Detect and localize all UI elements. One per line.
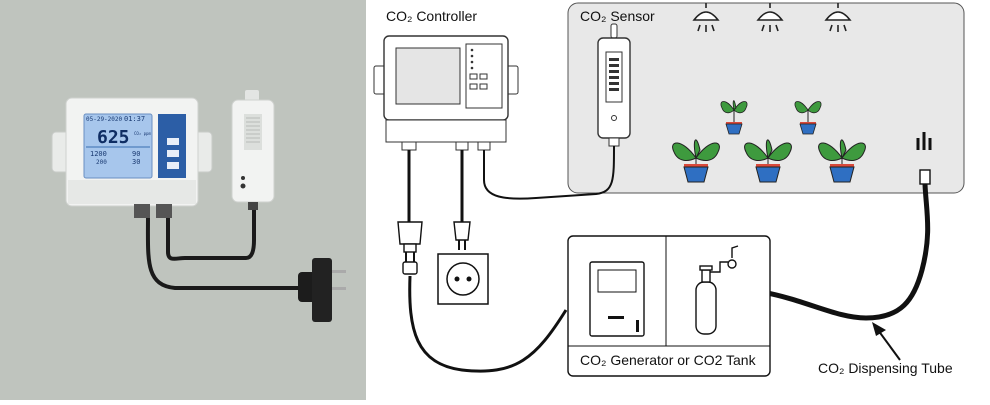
plant-icon <box>794 101 822 135</box>
sensor-unit <box>597 23 631 147</box>
lcd-left-top: 1200 <box>90 150 107 158</box>
lcd-time: 01:37 <box>124 115 145 123</box>
plant-icon <box>720 100 748 135</box>
lcd-right-top: 90 <box>132 150 140 158</box>
plant-icon <box>672 139 720 183</box>
co2-system-diagram: CO₂ Controller CO₂ Sensor CO₂ Generator … <box>366 0 990 400</box>
sensor-cable <box>483 145 615 200</box>
sensor-label: CO₂ Sensor <box>580 8 655 24</box>
controller-unit <box>373 35 519 151</box>
lamp-icon <box>692 3 720 32</box>
power-cable <box>145 214 300 290</box>
plug-icon <box>453 221 471 250</box>
controller-label: CO₂ Controller <box>386 8 478 24</box>
lcd-date: 05-29-2020 <box>86 116 123 123</box>
plant-icon <box>744 139 792 183</box>
lcd-right-bottom: 30 <box>132 158 140 166</box>
plug-icon <box>397 221 423 275</box>
sensor-device <box>231 90 275 210</box>
lcd-main-reading: 625 <box>97 127 130 148</box>
product-photo: 05-29-2020 01:37 625 CO₂ ppm 1200 90 200… <box>0 0 366 400</box>
arrow-icon <box>872 322 901 361</box>
controller-device: 05-29-2020 01:37 625 CO₂ ppm 1200 90 200… <box>51 97 213 218</box>
sensor-cable <box>166 205 256 261</box>
lamp-icon <box>756 3 784 32</box>
socket-icon <box>437 253 489 305</box>
tube-label: CO₂ Dispensing Tube <box>818 360 953 376</box>
generator-label: CO₂ Generator or CO2 Tank <box>580 352 756 368</box>
gas-cylinder-icon <box>695 245 739 335</box>
lcd-left-bottom: 200 <box>96 159 107 166</box>
diagram-graphic <box>373 2 965 377</box>
dispensing-tube <box>761 183 931 321</box>
plug-icon <box>298 258 346 322</box>
lamp-icon <box>824 3 852 32</box>
lcd-unit: CO₂ ppm <box>134 131 151 136</box>
product-photo-graphic: 05-29-2020 01:37 625 CO₂ ppm 1200 90 200… <box>51 90 346 322</box>
plant-icon <box>818 139 866 183</box>
generator-power-cable <box>408 275 568 373</box>
